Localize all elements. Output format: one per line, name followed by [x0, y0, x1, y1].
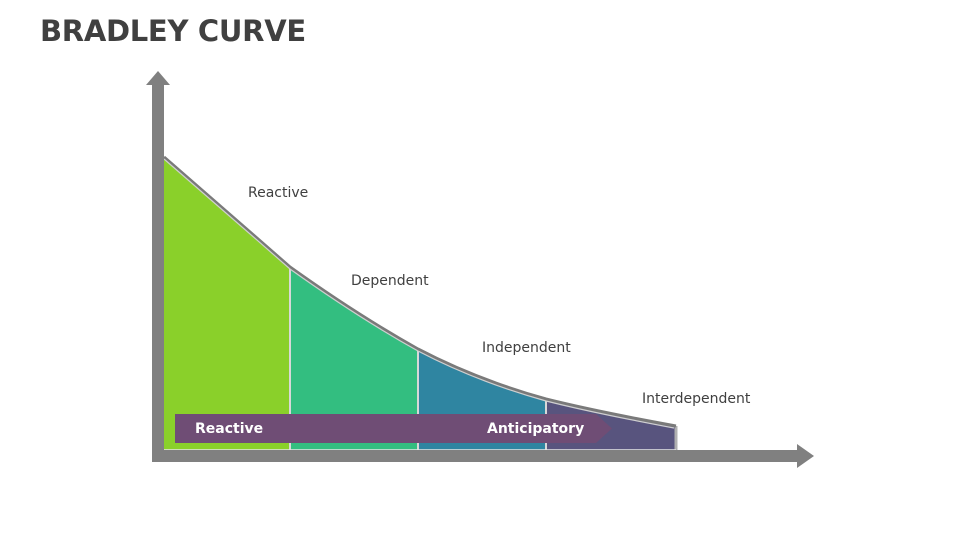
page-title: BRADLEY CURVE — [40, 14, 306, 48]
stage-label-reactive: Reactive — [248, 185, 309, 201]
y-axis — [152, 84, 164, 462]
x-axis-arrowhead — [797, 444, 814, 468]
curve-highlight — [163, 158, 675, 429]
reactive-to-anticipatory-arrow — [175, 414, 612, 443]
curve-line — [163, 155, 677, 428]
segment-dependent — [290, 267, 418, 450]
x-axis — [152, 450, 799, 462]
segment-reactive — [164, 157, 290, 450]
stage-label-dependent: Dependent — [351, 273, 429, 289]
arrow-end-label: Anticipatory — [487, 421, 585, 437]
stage-label-independent: Independent — [482, 340, 571, 356]
arrow-start-label: Reactive — [195, 421, 264, 437]
stage-label-interdependent: Interdependent — [642, 391, 751, 407]
y-axis-arrowhead — [146, 71, 170, 85]
